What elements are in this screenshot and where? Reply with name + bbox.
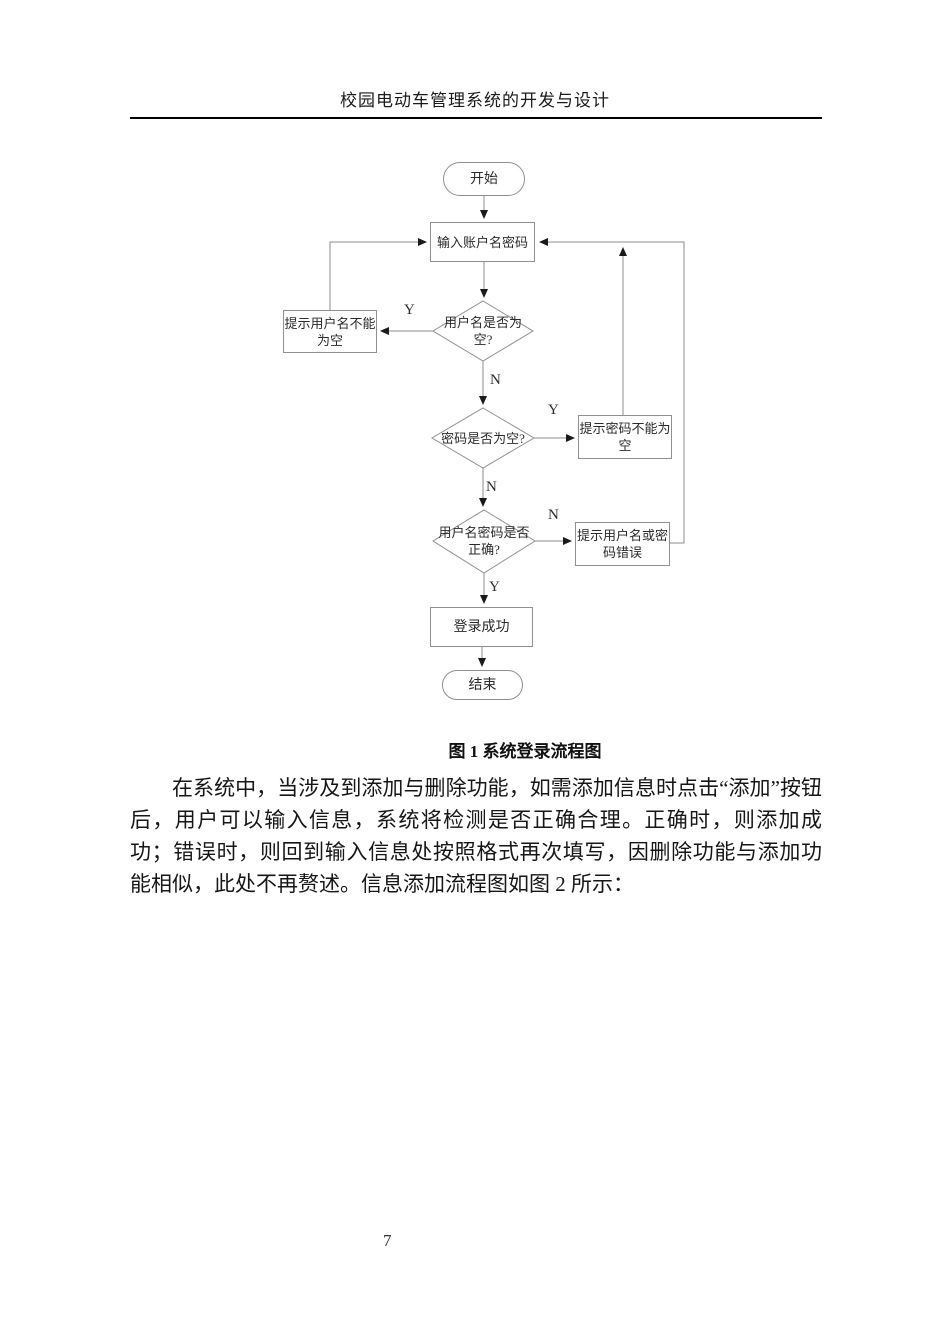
input-credentials-node: 输入账户名密码 [430, 222, 535, 262]
decision-username-empty [432, 300, 534, 362]
decision-credentials-correct-text: 用户名密码是否正确? [438, 525, 530, 557]
figure-caption: 图 1 系统登录流程图 [448, 742, 602, 761]
loop-prompt-wrong-to-input [539, 238, 685, 544]
decision-username-empty-text: 用户名是否为空? [443, 315, 522, 347]
start-node: 开始 [443, 162, 525, 196]
label-correct-yes: Y [489, 579, 500, 595]
decision-credentials-correct [432, 509, 536, 574]
prompt-wrong-credentials-node: 提示用户名或密码错误 [575, 522, 670, 566]
label-username-no: N [490, 372, 501, 388]
loop-prompt-username-to-input [329, 238, 427, 310]
prompt-username-empty-node: 提示用户名不能为空 [283, 310, 377, 353]
label-password-yes: Y [548, 402, 559, 418]
label-password-no: N [486, 479, 497, 495]
decision-password-empty [431, 407, 535, 469]
header-rule [130, 117, 822, 119]
page-number: 7 [383, 1231, 392, 1250]
decision-password-empty-text: 密码是否为空? [441, 431, 525, 446]
end-node: 结束 [442, 670, 523, 700]
label-username-yes: Y [404, 302, 415, 318]
label-correct-no: N [548, 507, 559, 523]
body-paragraph: 在系统中，当涉及到添加与删除功能，如需添加信息时点击“添加”按钮后，用户可以输入… [130, 776, 822, 896]
login-success-node: 登录成功 [430, 607, 533, 647]
prompt-password-empty-node: 提示密码不能为空 [578, 415, 672, 459]
page-header-title: 校园电动车管理系统的开发与设计 [340, 91, 610, 110]
